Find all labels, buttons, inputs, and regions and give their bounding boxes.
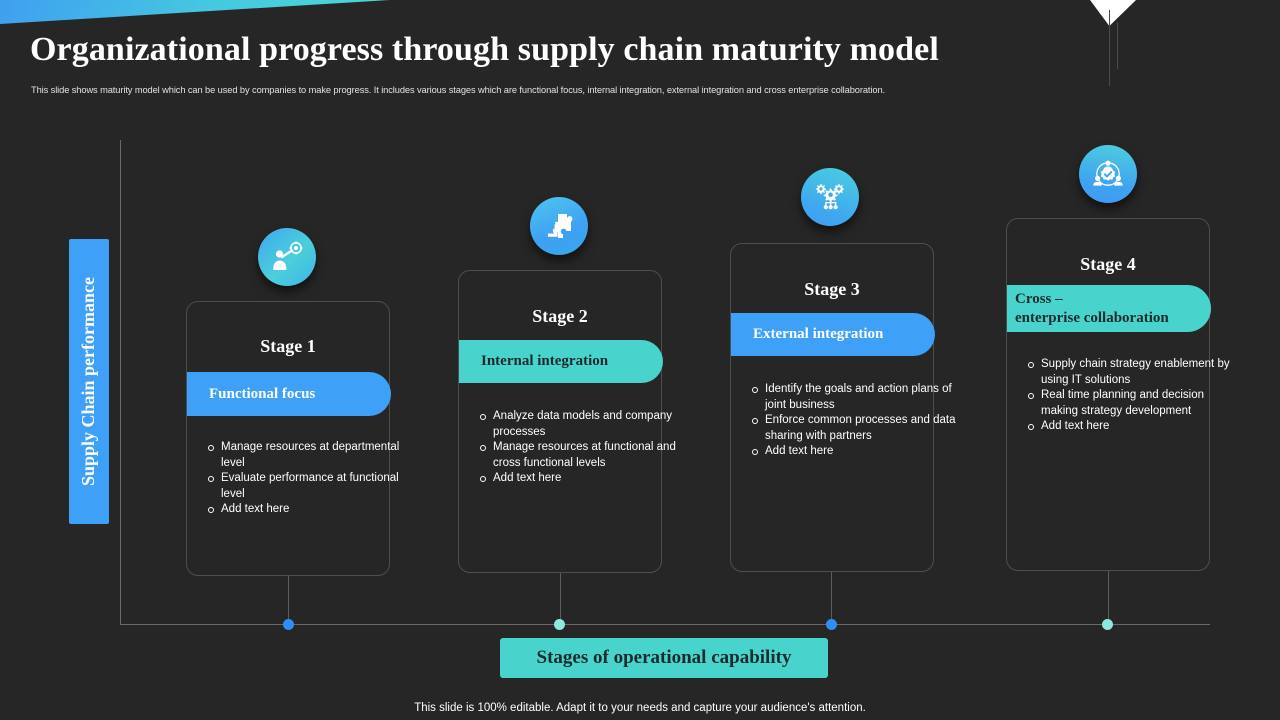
list-item: Real time planning and decision making s… (1028, 388, 1239, 419)
gears-network-icon (815, 184, 844, 210)
list-item: Supply chain strategy enablement by usin… (1028, 357, 1239, 388)
stage-3-axis-dot (826, 619, 837, 630)
list-item: Add text here (480, 471, 691, 487)
stage-3-icon-bubble (801, 168, 859, 226)
stage-4-connector-line (1108, 571, 1109, 623)
stage-2-bullet-list: Analyze data models and company processe… (465, 409, 705, 487)
list-item: Add text here (1028, 419, 1239, 435)
puzzle-arrow-icon (548, 214, 573, 238)
stage-4-bullet-list: Supply chain strategy enablement by usin… (1013, 357, 1253, 435)
list-item: Enforce common processes and data sharin… (752, 413, 963, 444)
list-item: Manage resources at functional and cross… (480, 440, 691, 471)
stage-2-title: Stage 2 (532, 306, 588, 326)
list-item: Add text here (752, 444, 963, 460)
x-axis-label: Stages of operational capability (500, 638, 828, 678)
stage-4-card[interactable]: Stage 4 Cross – enterprise collaboration… (1006, 218, 1230, 571)
page-title: Organizational progress through supply c… (30, 31, 939, 68)
stage-1-icon-bubble (258, 228, 316, 286)
stage-2-connector-line (560, 573, 561, 623)
top-right-white-triangle-decoration (1090, 0, 1136, 26)
x-axis-line (120, 624, 1210, 625)
stage-1-axis-dot (283, 619, 294, 630)
list-item: Add text here (208, 502, 419, 518)
stage-1-bullet-list: Manage resources at departmental level E… (193, 440, 433, 518)
stage-1-card[interactable]: Stage 1 Functional focus Manage resource… (186, 301, 399, 576)
stage-2-pill: Internal integration (459, 340, 663, 383)
stage-4-icon-bubble (1079, 145, 1137, 203)
y-axis-label-text: Supply Chain performance (78, 276, 99, 487)
stage-3-card[interactable]: Stage 3 External integration Identify th… (730, 243, 956, 572)
y-axis-line (120, 140, 121, 625)
team-gear-check-icon (1093, 160, 1123, 186)
top-right-vertical-line-1-decoration (1109, 10, 1110, 86)
stage-2-card[interactable]: Stage 2 Internal integration Analyze dat… (458, 270, 676, 573)
stage-3-title: Stage 3 (804, 279, 860, 299)
list-item: Analyze data models and company processe… (480, 409, 691, 440)
stage-3-bullet-list: Identify the goals and action plans of j… (737, 382, 977, 460)
stage-3-pill: External integration (731, 313, 935, 356)
stage-4-pill: Cross – enterprise collaboration (1007, 285, 1211, 332)
stage-3-connector-line (831, 572, 832, 623)
slide-footer-note: This slide is 100% editable. Adapt it to… (414, 702, 866, 714)
stage-4-title: Stage 4 (1080, 254, 1136, 274)
list-item: Evaluate performance at functional level (208, 471, 419, 502)
stage-1-connector-line (288, 576, 289, 623)
top-right-vertical-line-2-decoration (1117, 22, 1118, 69)
list-item: Manage resources at departmental level (208, 440, 419, 471)
person-target-icon (273, 241, 303, 270)
stage-1-pill: Functional focus (187, 372, 391, 416)
stage-1-title: Stage 1 (260, 336, 316, 356)
top-left-gradient-triangle-decoration (0, 0, 390, 24)
stage-2-icon-bubble (530, 197, 588, 255)
list-item: Identify the goals and action plans of j… (752, 382, 963, 413)
stage-2-axis-dot (554, 619, 565, 630)
y-axis-label: Supply Chain performance (69, 239, 109, 524)
page-subtitle: This slide shows maturity model which ca… (31, 85, 885, 95)
stage-4-axis-dot (1102, 619, 1113, 630)
